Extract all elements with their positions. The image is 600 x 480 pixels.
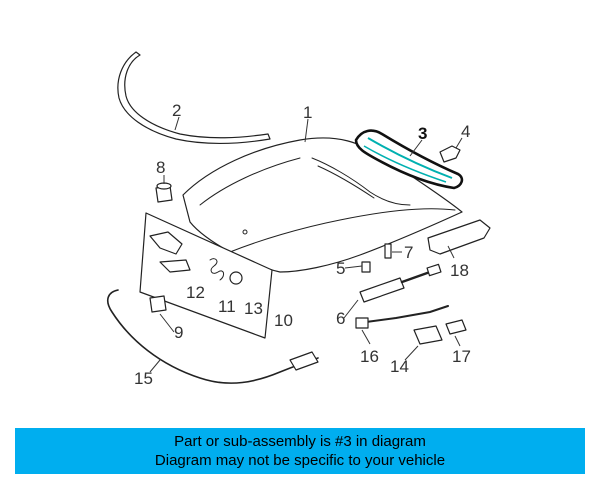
actuator-part [413, 325, 443, 345]
banner-line-2: Diagram may not be specific to your vehi… [154, 452, 446, 469]
banner-line-1: Part or sub-assembly is #3 in diagram [174, 433, 426, 450]
linkage-rod-part [355, 305, 449, 329]
hinge-part [427, 219, 491, 255]
clip-part [439, 145, 461, 163]
callout-7: 7 [404, 243, 413, 262]
nut-part [229, 271, 243, 285]
bolt-part [384, 243, 392, 259]
callout-1: 1 [303, 103, 312, 122]
screw-part [361, 261, 371, 273]
callout-18: 18 [450, 261, 469, 280]
callout-16: 16 [360, 347, 379, 366]
callout-11: 11 [218, 297, 236, 316]
part-notice-banner: Part or sub-assembly is #3 in diagram Di… [15, 428, 585, 474]
spring-part [209, 258, 225, 281]
hood-seal-part [117, 51, 271, 145]
bracket-part [149, 295, 167, 313]
callout-6: 6 [336, 309, 345, 328]
callout-13: 13 [244, 299, 263, 318]
small-bracket-part [445, 319, 467, 335]
callout-3: 3 [418, 124, 427, 143]
callout-12: 12 [186, 283, 205, 302]
callout-17: 17 [452, 347, 471, 366]
callout-14: 14 [390, 357, 409, 376]
callout-2: 2 [172, 101, 181, 120]
release-cable-part [106, 289, 319, 384]
callout-4: 4 [461, 122, 470, 141]
callout-10: 10 [274, 311, 293, 330]
parts-diagram: 1 2 3 4 5 6 7 8 9 10 11 12 13 14 15 16 1… [106, 51, 491, 388]
gas-strut-part [359, 263, 442, 303]
callout-5: 5 [336, 259, 345, 278]
callout-8: 8 [156, 158, 165, 177]
leader-lines [149, 116, 463, 373]
callout-9: 9 [174, 323, 183, 342]
bumper-stop-part [155, 182, 173, 203]
hood-insulator-part [354, 129, 464, 190]
callout-15: 15 [134, 369, 153, 388]
latch-part [149, 231, 191, 273]
